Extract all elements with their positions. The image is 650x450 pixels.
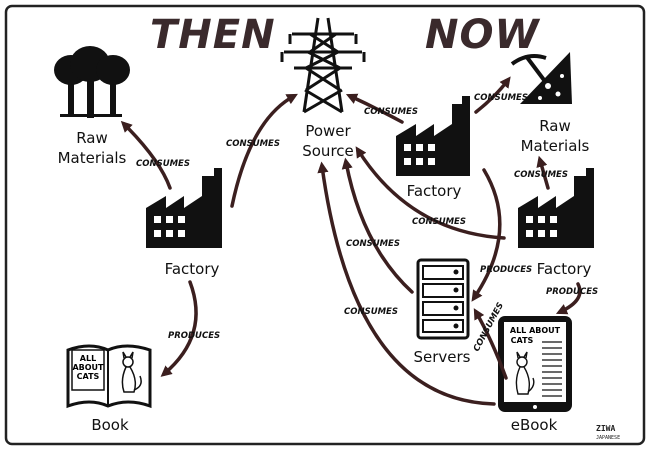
book-cover-line-1: ALL: [80, 354, 96, 363]
ebook-cat-icon: [515, 351, 535, 395]
tablet-icon: ALL ABOUT CATS: [498, 316, 572, 412]
edge-label-now-servers-power: CONSUMES: [346, 239, 400, 249]
artist-signature: ZIWA JAPANESE: [596, 424, 620, 441]
power-tower-icon: [280, 17, 366, 114]
label-raw-now-2: Materials: [521, 137, 590, 155]
arrow-now-servers-power: [341, 157, 414, 294]
label-power-1: Power: [305, 122, 351, 140]
arrow-now-right-power: [355, 146, 506, 240]
label-ebook: eBook: [511, 416, 558, 434]
header-then: THEN: [150, 12, 276, 58]
edge-label-then-factory-power: CONSUMES: [226, 139, 280, 149]
server-rack-icon: [416, 258, 470, 340]
factory-now-top-icon: [396, 96, 470, 176]
factory-now-right-icon: [518, 168, 594, 248]
signature-line-2: JAPANESE: [596, 435, 620, 441]
book-cover-line-3: CATS: [77, 372, 100, 381]
edge-label-now-right-ebook: PRODUCES: [546, 287, 598, 297]
book-icon: ALL ABOUT CATS: [66, 344, 152, 409]
arrow-now-ebook-power: [317, 161, 496, 406]
arrow-then-factory-power: [230, 93, 298, 208]
arrow-now-right-raw: [536, 155, 550, 190]
arrows: [120, 76, 582, 406]
trees-icon: [54, 46, 130, 118]
edge-label-now-top-raw: CONSUMES: [474, 93, 528, 103]
arrow-now-top-raw: [474, 76, 511, 114]
edge-label-then-factory-raw: CONSUMES: [136, 159, 190, 169]
edge-label-now-right-servers: PRODUCES: [480, 265, 532, 275]
ebook-cover-line-2: CATS: [511, 336, 534, 345]
edge-label-now-right-raw: CONSUMES: [514, 170, 568, 180]
arrow-now-ebook-servers: [473, 308, 508, 380]
ebook-cover-line-1: ALL ABOUT: [510, 326, 561, 335]
edge-label-then-factory-book: PRODUCES: [168, 331, 220, 341]
label-raw-now-1: Raw: [539, 117, 571, 135]
label-factory-now-top: Factory: [407, 182, 462, 200]
label-factory-now-right: Factory: [537, 260, 592, 278]
edge-label-now-top-power: CONSUMES: [364, 107, 418, 117]
label-power-2: Source: [302, 142, 354, 160]
arrow-then-factory-book: [160, 280, 198, 377]
factory-then-icon: [146, 168, 222, 248]
arrow-now-top-power: [345, 93, 404, 124]
header-now: NOW: [425, 12, 540, 58]
frame-border: [4, 4, 646, 446]
arrow-then-factory-raw: [120, 120, 172, 190]
label-book: Book: [91, 416, 129, 434]
edge-label-now-ebook-power: CONSUMES: [344, 307, 398, 317]
book-cover-line-2: ABOUT: [72, 363, 104, 372]
edge-label-now-right-power: CONSUMES: [412, 217, 466, 227]
arrow-now-right-servers: [471, 168, 502, 302]
arrow-now-right-ebook: [555, 282, 582, 315]
label-factory-then: Factory: [165, 260, 220, 278]
label-servers: Servers: [413, 348, 470, 366]
label-raw-then-1: Raw: [76, 129, 108, 147]
label-raw-then-2: Materials: [58, 149, 127, 167]
signature-line-1: ZIWA: [596, 424, 615, 433]
mining-icon: [510, 52, 572, 104]
cat-icon: [121, 351, 142, 393]
